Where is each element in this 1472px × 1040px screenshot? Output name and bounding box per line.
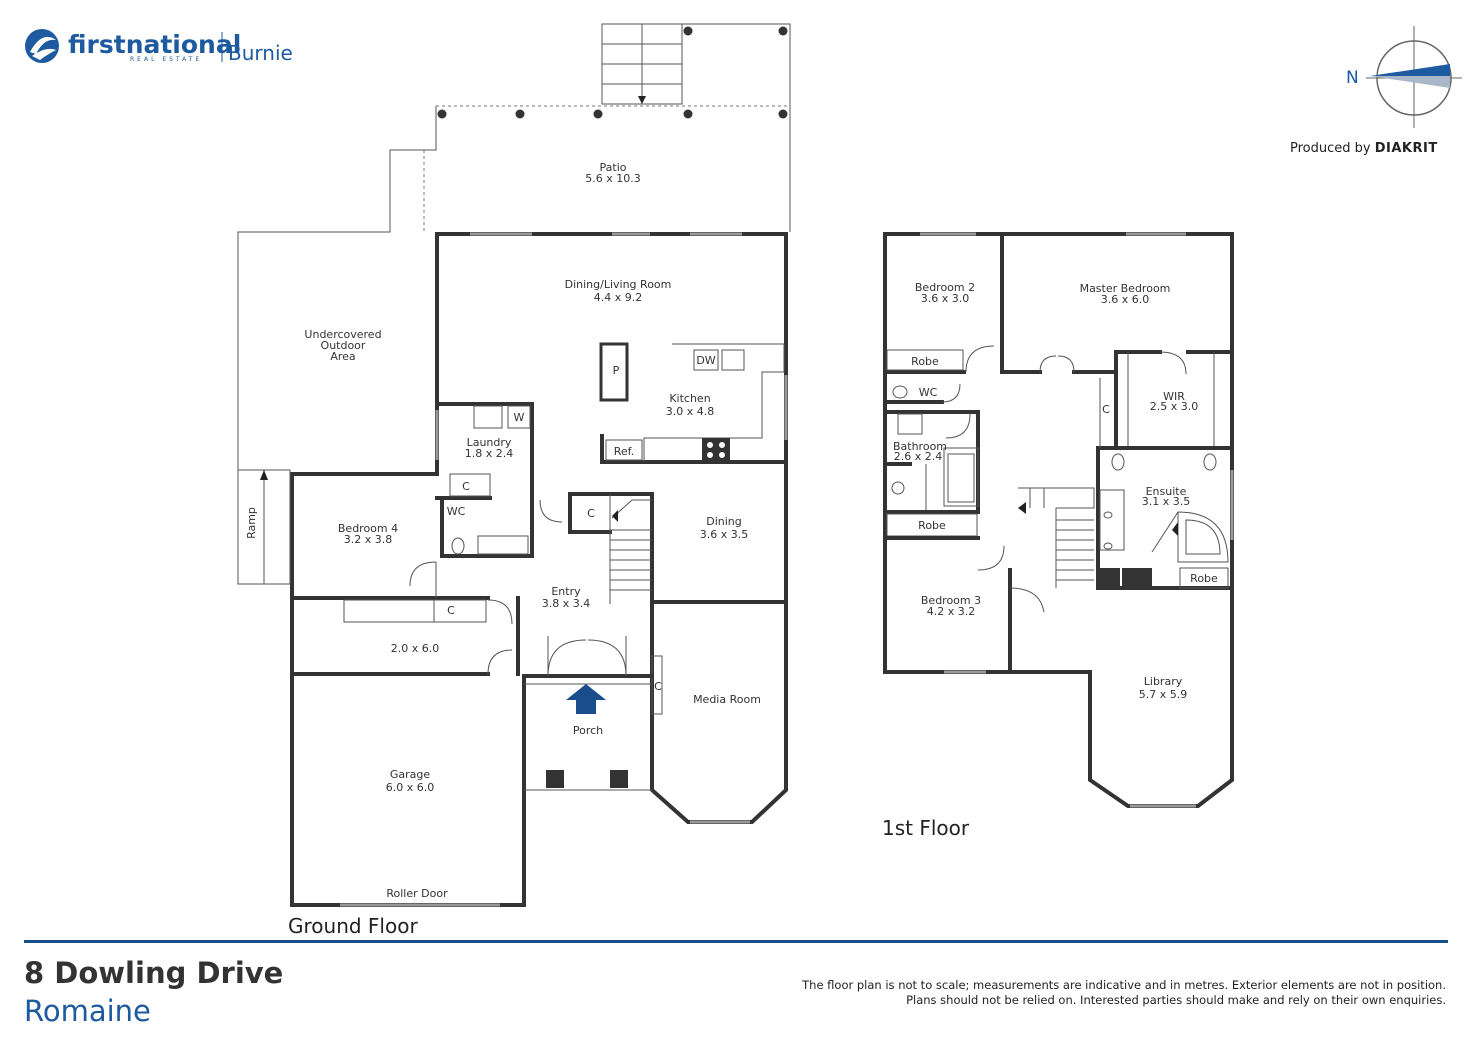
room-size-garage: 6.0 x 6.0 xyxy=(386,781,435,794)
first-national-logo: firstnational REAL ESTATE Burnie xyxy=(25,29,293,65)
producer-prefix: Produced by xyxy=(1290,141,1371,156)
fixture-robe-bedroom2: Robe xyxy=(911,355,939,368)
fixture-closet-hall: C xyxy=(1102,403,1110,416)
north-compass-icon: N xyxy=(1346,26,1462,128)
north-label: N xyxy=(1346,68,1359,88)
first-floor-title: 1st Floor xyxy=(882,816,970,840)
disclaimer-line1: The floor plan is not to scale; measurem… xyxy=(802,978,1446,992)
roller-door-label: Roller Door xyxy=(386,887,448,900)
room-label-outdoor-1: Undercovered xyxy=(304,328,381,341)
room-label-garage: Garage xyxy=(390,768,431,781)
room-label-ensuite: Ensuite xyxy=(1146,485,1187,498)
room-size-dining: 3.6 x 3.5 xyxy=(700,528,749,541)
room-label-dining: Dining xyxy=(706,515,742,528)
fixture-wc: WC xyxy=(447,505,466,518)
room-label-outdoor-2: Outdoor xyxy=(321,339,366,352)
logo-sub: REAL ESTATE xyxy=(130,56,202,63)
room-label-master: Master Bedroom xyxy=(1080,282,1171,295)
room-size-laundry: 1.8 x 2.4 xyxy=(465,447,514,460)
entry-arrow-icon xyxy=(566,684,606,714)
room-label-bathroom: Bathroom xyxy=(893,440,947,453)
room-size-bedroom4: 3.2 x 3.8 xyxy=(344,533,393,546)
fixture-closet-store: C xyxy=(447,604,455,617)
room-label-library: Library xyxy=(1144,675,1183,688)
ground-floor-title: Ground Floor xyxy=(288,914,418,938)
first-floor-labels: Bedroom 2 3.6 x 3.0 Master Bedroom 3.6 x… xyxy=(882,281,1218,840)
room-label-patio: Patio xyxy=(600,161,627,174)
room-label-bedroom4: Bedroom 4 xyxy=(338,522,398,535)
room-label-wir: WIR xyxy=(1163,390,1185,403)
address-suburb: Romaine xyxy=(24,994,151,1028)
fixture-robe-bedroom3: Robe xyxy=(918,519,946,532)
fixture-washer: W xyxy=(514,411,525,424)
room-size-patio: 5.6 x 10.3 xyxy=(585,172,641,185)
fixture-wc-first: WC xyxy=(919,386,938,399)
room-size-dining-living: 4.4 x 9.2 xyxy=(594,291,643,304)
room-label-media: Media Room xyxy=(693,693,761,706)
fixture-robe-ensuite: Robe xyxy=(1190,572,1218,585)
room-size-wir: 2.5 x 3.0 xyxy=(1150,400,1199,413)
room-size-bedroom3: 4.2 x 3.2 xyxy=(927,605,976,618)
producer-credit: Produced by DIAKRIT xyxy=(1290,141,1438,156)
fixture-closet-media: C xyxy=(654,680,662,693)
logo-word: firstnational xyxy=(68,30,241,59)
fixture-pantry: P xyxy=(613,364,620,377)
room-label-kitchen: Kitchen xyxy=(669,392,710,405)
room-label-porch: Porch xyxy=(573,724,603,737)
producer-name: DIAKRIT xyxy=(1374,141,1438,156)
room-label-dining-living: Dining/Living Room xyxy=(565,278,672,291)
room-label-bedroom2: Bedroom 2 xyxy=(915,281,975,294)
ramp-label: Ramp xyxy=(245,507,258,539)
branch-name: Burnie xyxy=(228,41,293,65)
room-size-ensuite: 3.1 x 3.5 xyxy=(1142,495,1191,508)
room-size-entry: 3.8 x 3.4 xyxy=(542,597,591,610)
fixture-closet-laundry: C xyxy=(462,480,470,493)
fixture-dw: DW xyxy=(696,354,715,367)
room-label-bedroom3: Bedroom 3 xyxy=(921,594,981,607)
room-size-bathroom: 2.6 x 2.4 xyxy=(894,450,943,463)
room-size-bedroom2: 3.6 x 3.0 xyxy=(921,292,970,305)
ground-floor-plan xyxy=(237,23,791,907)
room-size-library: 5.7 x 5.9 xyxy=(1139,688,1188,701)
room-size-master: 3.6 x 6.0 xyxy=(1101,293,1150,306)
room-label-entry: Entry xyxy=(551,585,581,598)
room-label-outdoor-3: Area xyxy=(330,350,355,363)
room-label-laundry: Laundry xyxy=(467,436,512,449)
fixture-closet-entry: C xyxy=(587,507,595,520)
ground-floor-labels: Patio 5.6 x 10.3 Undercovered Outdoor Ar… xyxy=(245,161,761,938)
disclaimer: The floor plan is not to scale; measurem… xyxy=(726,978,1446,1008)
room-size-kitchen: 3.0 x 4.8 xyxy=(666,405,715,418)
fixture-ref: Ref. xyxy=(614,445,635,458)
address-street: 8 Dowling Drive xyxy=(24,956,284,990)
fixture-closet-ensuite: C xyxy=(1133,571,1141,584)
disclaimer-line2: Plans should not be relied on. Intereste… xyxy=(906,993,1446,1007)
footer-divider xyxy=(24,940,1448,943)
room-size-store: 2.0 x 6.0 xyxy=(391,642,440,655)
first-floor-plan xyxy=(883,232,1234,808)
